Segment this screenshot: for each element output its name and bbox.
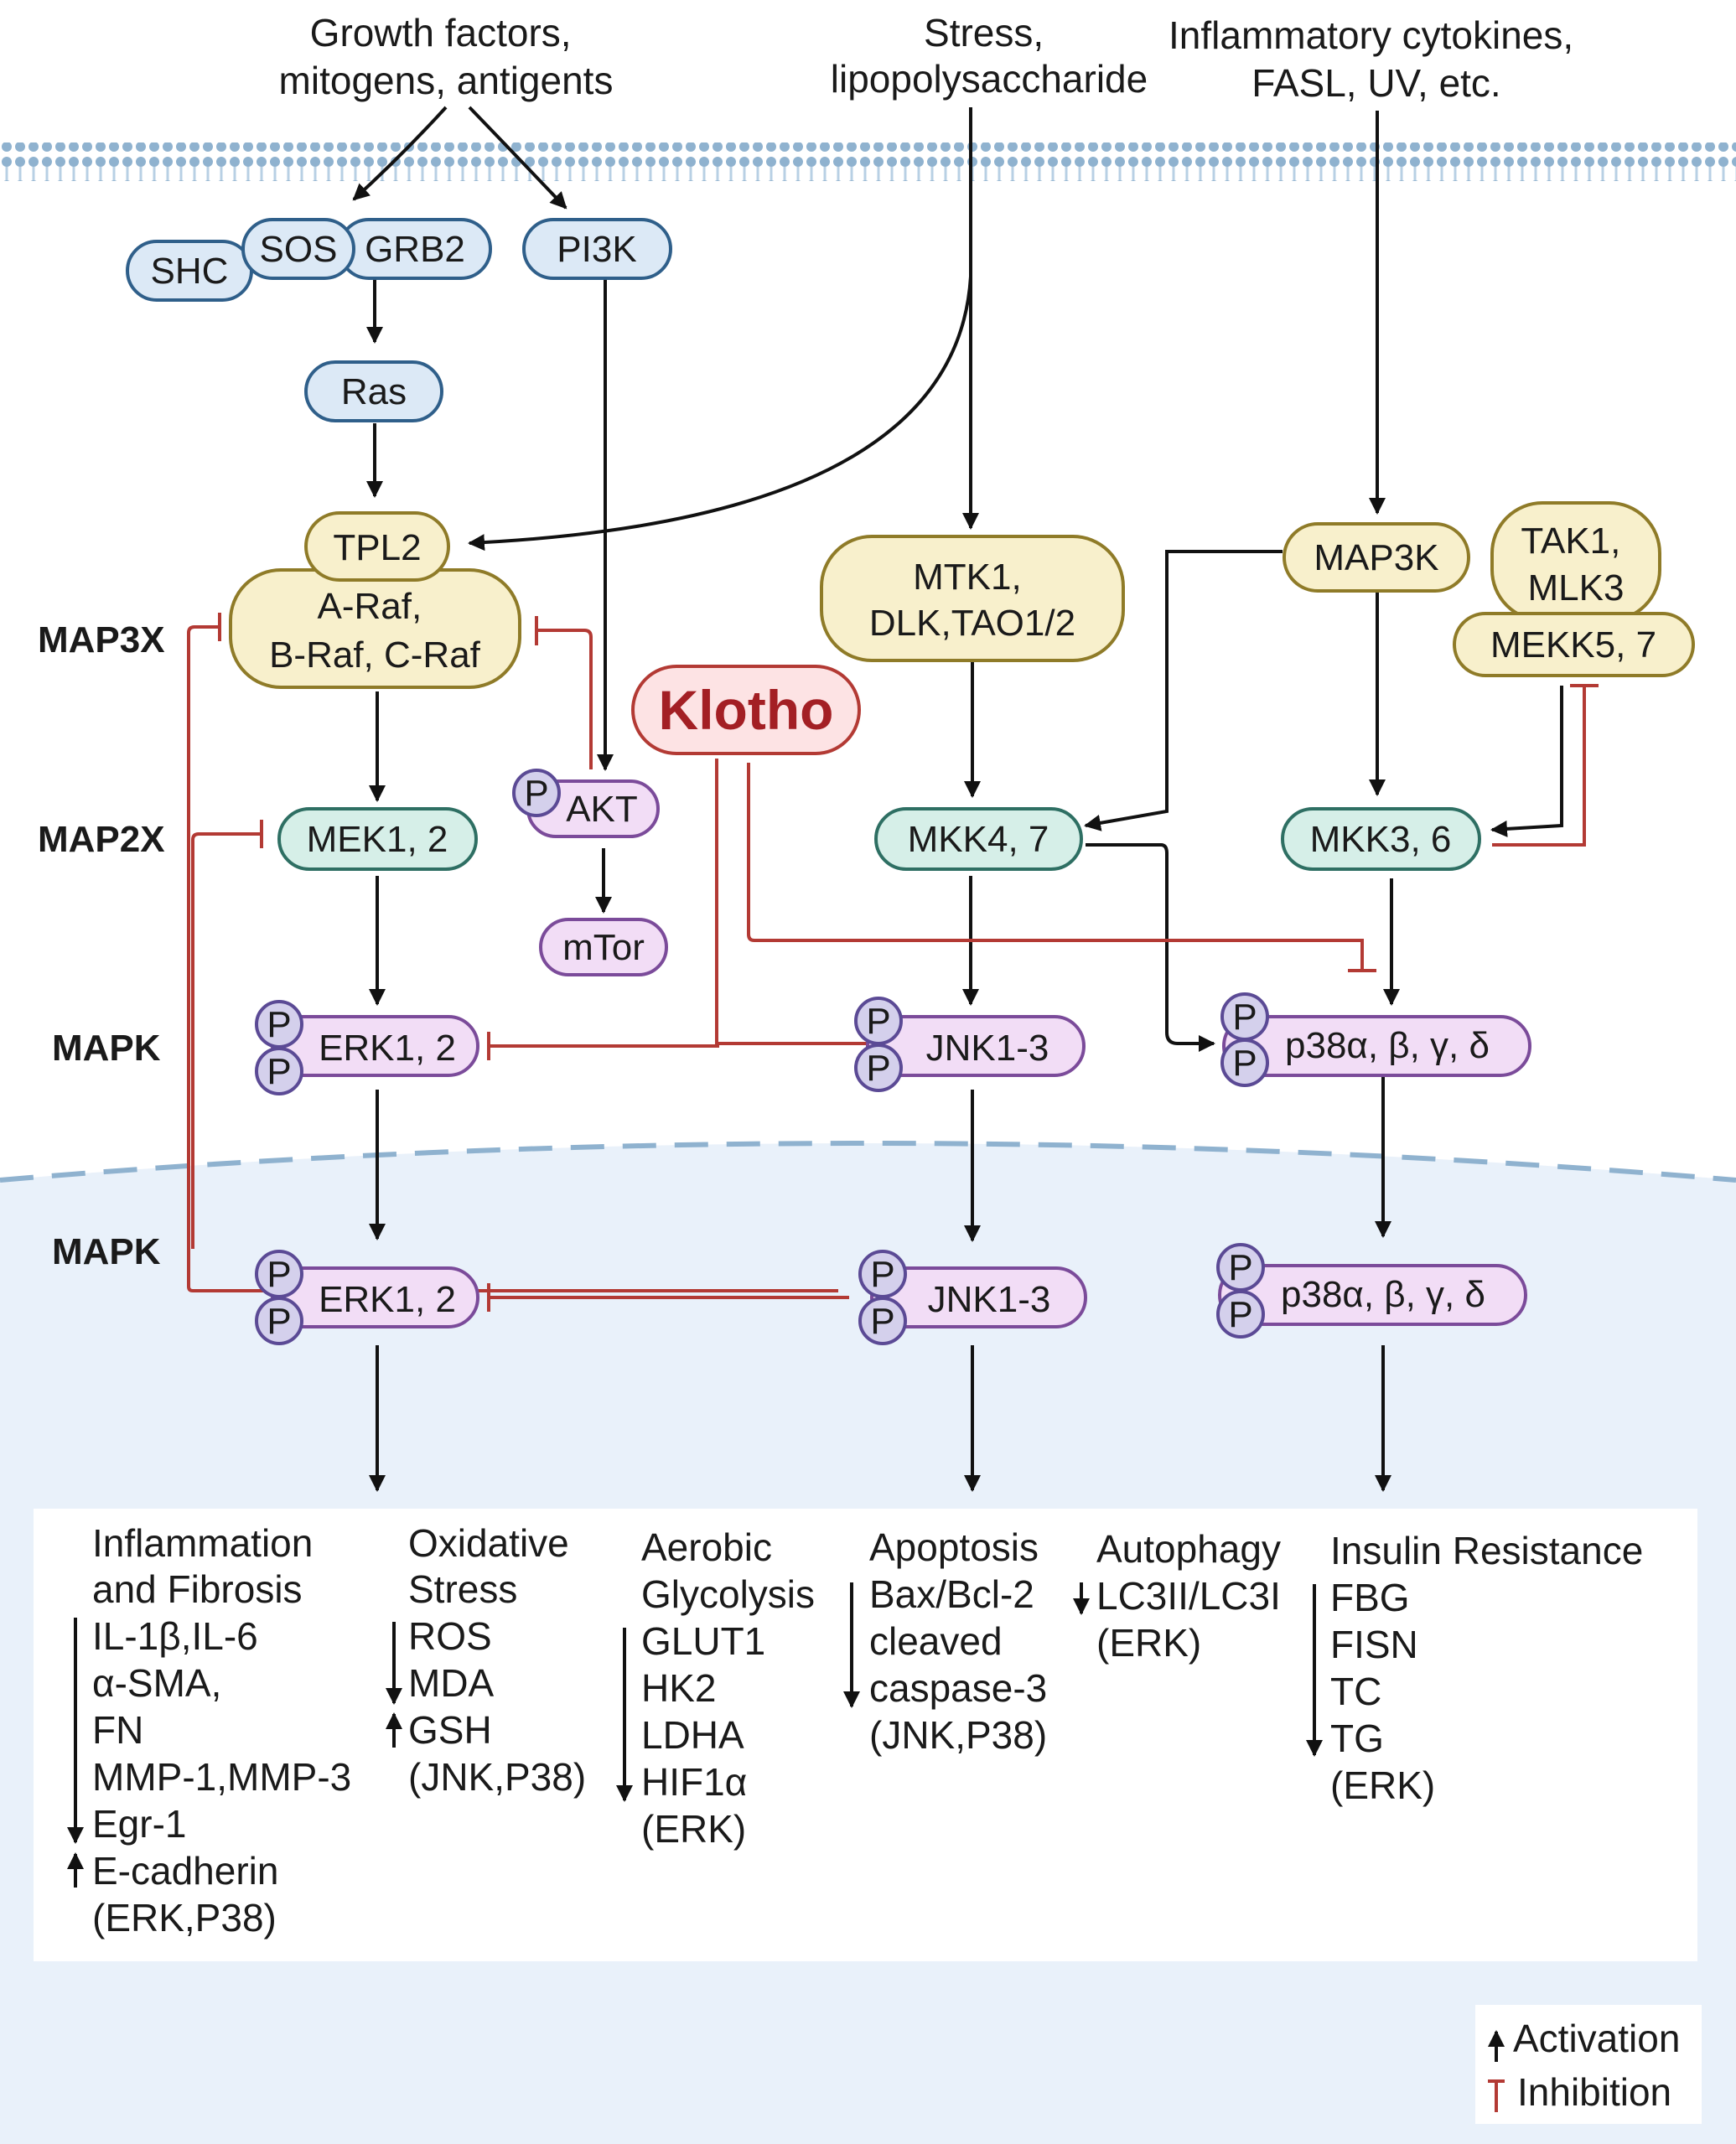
legend-inhibition-icon [1488, 2079, 1505, 2112]
phospho-p38-top-2 [1220, 1038, 1269, 1087]
phospho-p38-top-1-label: P [1232, 997, 1257, 1038]
activation-arrows [352, 106, 1563, 1492]
svg-text:Insulin Resistance FBG: Insulin Resistance FBG FISN TC TG (ERK) [1330, 1529, 1654, 1807]
input-inflammatory: Inflammatory cytokines, FASL, UV, etc. [1169, 13, 1584, 105]
input-stress: Stress, lipopolysaccharide [831, 11, 1148, 101]
node-p38-bottom-label: p38α, β, γ, δ [1281, 1274, 1485, 1315]
node-grb2-label: GRB2 [365, 229, 465, 270]
row-label-mapk-top: MAPK [52, 1028, 161, 1069]
outcomes-panel [34, 1509, 1697, 1961]
node-p38-top [1222, 1015, 1531, 1077]
svg-text:Autophagy LC3II/LC3I: Autophagy LC3II/LC3I (ERK) [1096, 1527, 1292, 1665]
phospho-jnk-bottom-1-label: P [870, 1254, 894, 1295]
node-mek12 [277, 807, 478, 871]
legend-inhibition-label: Inhibition [1517, 2070, 1671, 2114]
node-pi3k [522, 218, 672, 280]
node-mkk47-label: MKK4, 7 [908, 819, 1049, 860]
node-klotho-label: Klotho [659, 679, 834, 741]
phospho-p38-bottom-1-label: P [1228, 1247, 1252, 1288]
node-ras [304, 360, 443, 422]
legend-activation-label: Activation [1513, 2017, 1680, 2060]
row-label-map3x: MAP3X [38, 619, 165, 660]
node-mtor [539, 918, 668, 976]
node-jnk-top [866, 1015, 1086, 1077]
phospho-erk-top-2 [255, 1047, 303, 1095]
node-akt-label: AKT [566, 789, 638, 830]
node-p38-bottom [1218, 1264, 1527, 1326]
phospho-jnk-top-2-label: P [866, 1048, 890, 1089]
node-mtor-label: mTor [562, 927, 645, 968]
node-mek12-label: MEK1, 2 [307, 819, 448, 860]
row-label-map2x: MAP2X [38, 819, 165, 860]
node-mkk47 [874, 807, 1083, 871]
inhibition-arrows [187, 613, 1599, 1312]
phospho-erk-bottom-2-label: P [267, 1301, 291, 1342]
phospho-erk-bottom-1-label: P [267, 1254, 291, 1295]
node-klotho [631, 665, 861, 755]
node-sos [241, 218, 355, 280]
node-erk-bottom [271, 1266, 479, 1328]
node-map3k-label: MAP3K [1314, 537, 1438, 578]
nuclear-envelope [0, 1141, 1736, 1183]
phospho-akt-label: P [524, 773, 548, 814]
node-erk-bottom-label: ERK1, 2 [319, 1279, 456, 1320]
node-raf-label: A-Raf, B-Raf, C-Raf [269, 586, 481, 676]
phospho-erk-top-1-label: P [267, 1004, 291, 1045]
outcome-apoptosis: Apoptosis Bax/Bcl-2 cleaved caspase-3 (J… [843, 1525, 1058, 1757]
node-jnk-bottom-label: JNK1-3 [928, 1279, 1051, 1320]
node-tak1-label: TAK1, MLK3 [1521, 520, 1630, 609]
node-tpl2-label: TPL2 [333, 527, 421, 568]
node-jnk-top-label: JNK1-3 [926, 1028, 1049, 1069]
legend-box [1475, 2005, 1702, 2124]
node-mtk1 [820, 535, 1125, 662]
phospho-jnk-bottom-2-label: P [870, 1301, 894, 1342]
svg-text:Apoptosis Bax/Bcl-2: Apoptosis Bax/Bcl-2 cleaved caspase-3 (J… [869, 1525, 1058, 1757]
node-mekk57 [1453, 612, 1695, 677]
node-map3k [1283, 522, 1470, 593]
node-p38-top-label: p38α, β, γ, δ [1285, 1025, 1490, 1066]
phospho-p38-bottom-2-label: P [1228, 1294, 1252, 1335]
cell-membrane [0, 142, 1736, 181]
outcome-glycolysis: Aerobic Glycolysis GLUT1 HK2 LDHA HIF1α … [616, 1525, 826, 1851]
row-label-mapk-bottom: MAPK [52, 1231, 161, 1272]
outcome-oxidative-stress: Oxidative Stress ROS MDA GSH (JNK,P38) [386, 1521, 586, 1799]
svg-text:Aerobic Glycolysis: Aerobic Glycolysis GLUT1 HK2 LDHA HIF1α … [641, 1525, 826, 1851]
node-tpl2 [304, 511, 450, 582]
input-growth-factors: Growth factors, mitogens, antigents [279, 11, 614, 102]
phospho-jnk-top-1-label: P [866, 1001, 890, 1042]
svg-text:Inflammation and Fibrosi: Inflammation and Fibrosis IL-1β,IL-6 α-S… [92, 1521, 362, 1939]
outcome-autophagy: Autophagy LC3II/LC3I (ERK) [1073, 1527, 1292, 1665]
outcome-insulin-resistance: Insulin Resistance FBG FISN TC TG (ERK) [1306, 1529, 1654, 1807]
node-mkk36 [1281, 807, 1481, 871]
phospho-jnk-bottom-2 [858, 1297, 907, 1345]
node-pi3k-label: PI3K [557, 229, 636, 270]
phospho-erk-top-2-label: P [267, 1051, 291, 1092]
node-erk-top-label: ERK1, 2 [319, 1028, 456, 1069]
phospho-jnk-top-2 [854, 1044, 903, 1092]
node-mtk1-label: MTK1, DLK,TAO1/2 [869, 557, 1075, 644]
node-jnk-bottom [870, 1266, 1087, 1328]
phospho-p38-top-2-label: P [1232, 1043, 1257, 1084]
svg-text:Oxidative Stress R: Oxidative Stress ROS MDA GSH (JNK,P38) [408, 1521, 586, 1799]
node-mkk36-label: MKK3, 6 [1310, 819, 1452, 860]
outcome-inflammation: Inflammation and Fibrosis IL-1β,IL-6 α-S… [67, 1521, 362, 1939]
phospho-akt [512, 769, 561, 817]
node-sos-label: SOS [260, 229, 338, 270]
phospho-erk-bottom-2 [255, 1297, 303, 1345]
node-ras-label: Ras [341, 371, 407, 412]
phospho-p38-bottom-2 [1216, 1290, 1265, 1339]
node-mekk57-label: MEKK5, 7 [1490, 624, 1656, 665]
node-shc-label: SHC [151, 251, 229, 292]
